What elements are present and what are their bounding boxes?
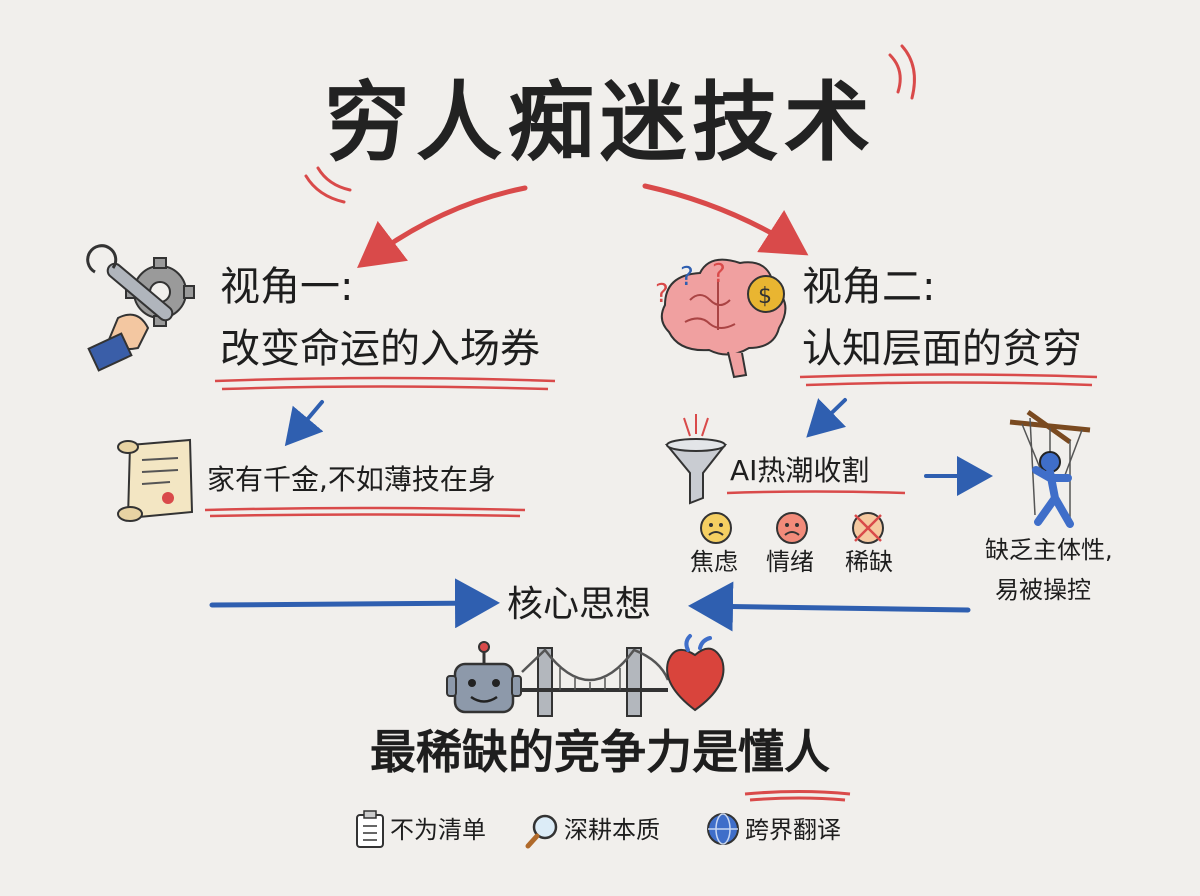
robot-icon <box>446 641 522 714</box>
left-proverb: 家有千金,不如薄技在身 <box>207 463 496 496</box>
footer-item-checklist: 不为清单 <box>390 816 486 844</box>
anxious-face-icon <box>700 512 732 544</box>
bridge-icon <box>521 647 670 717</box>
scroll-icon <box>117 438 194 522</box>
checklist-icon <box>356 810 384 848</box>
svg-text:$: $ <box>758 284 772 309</box>
puppet-caption-line2: 易被操控 <box>995 576 1091 604</box>
arrow-title-to-right <box>642 183 809 256</box>
core-idea-label: 核心思想 <box>507 584 652 625</box>
title-emphasis-marks <box>304 44 916 204</box>
wrench-gear-icon <box>86 244 195 372</box>
heart-icon <box>666 634 725 712</box>
footer-item-deep-dive: 深耕本质 <box>564 816 660 844</box>
arrow-title-to-left <box>357 185 528 269</box>
right-sub-underline <box>799 373 1098 387</box>
ai-harvest-label: AI热潮收割 <box>730 454 870 487</box>
magnifier-icon <box>525 814 558 849</box>
footer-item-cross-translate: 跨界翻译 <box>745 816 841 844</box>
ai-harvest-underline <box>726 490 906 495</box>
right-heading: 视角二: <box>802 264 936 310</box>
scarcity-face-icon <box>852 512 884 544</box>
sad-face-icon <box>776 512 808 544</box>
emotion-anxiety: 焦虑 <box>690 548 738 576</box>
arrow-right-to-core <box>688 581 971 632</box>
emotion-scarcity: 稀缺 <box>845 548 893 576</box>
arrow-left-down <box>284 400 324 447</box>
svg-text:?: ? <box>655 279 669 309</box>
svg-text:?: ? <box>680 262 694 292</box>
left-heading: 视角一: <box>220 264 354 310</box>
conclusion-underline <box>744 790 851 802</box>
arrow-left-to-core <box>209 578 500 629</box>
brain-question-icon: ? ? ? $ <box>655 258 787 379</box>
left-sub-underline <box>214 376 556 391</box>
right-subheading: 认知层面的贫穷 <box>802 326 1082 372</box>
arrow-right-down <box>806 398 847 438</box>
funnel-icon <box>664 414 728 505</box>
puppet-caption-line1: 缺乏主体性, <box>985 536 1113 564</box>
emotion-feeling: 情绪 <box>766 548 814 576</box>
conclusion-text: 最稀缺的竞争力是懂人 <box>370 725 830 779</box>
left-subheading: 改变命运的入场券 <box>220 326 540 372</box>
globe-icon <box>707 813 739 845</box>
puppet-icon <box>1009 409 1091 528</box>
proverb-underline <box>204 506 526 518</box>
page-title: 穷人痴迷技术 <box>324 73 876 173</box>
svg-text:?: ? <box>712 259 726 289</box>
